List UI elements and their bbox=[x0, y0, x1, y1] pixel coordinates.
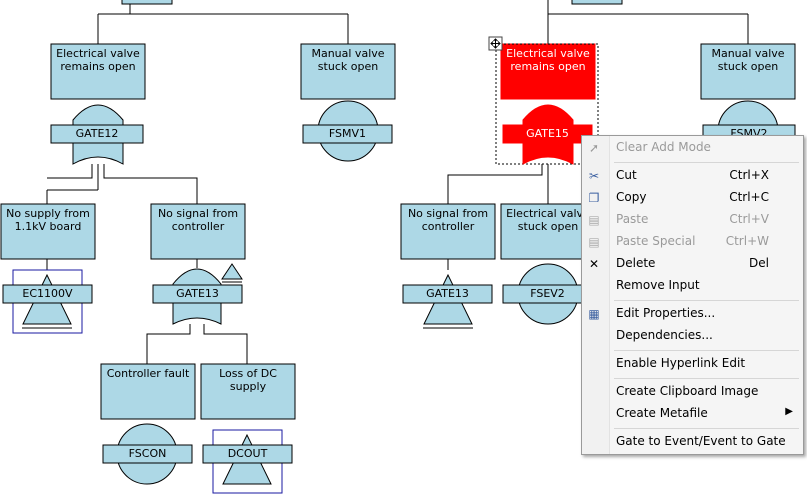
menu-item-copy[interactable]: ❐ Copy Ctrl+C bbox=[582, 187, 803, 209]
menu-item-create-clipboard-image[interactable]: Create Clipboard Image bbox=[582, 381, 803, 403]
gate-tag[interactable]: GATE12 bbox=[75, 127, 119, 140]
paste-icon: ▤ bbox=[588, 213, 600, 227]
menu-item-gate-to-event[interactable]: Gate to Event/Event to Gate bbox=[582, 431, 803, 453]
event-box[interactable] bbox=[500, 203, 596, 260]
event-box[interactable] bbox=[150, 203, 246, 260]
scissors-icon: ✂ bbox=[588, 169, 600, 183]
transfer-triangle bbox=[221, 263, 243, 280]
gate-tag-selected[interactable]: GATE15 bbox=[526, 127, 569, 140]
event-box[interactable] bbox=[0, 203, 96, 260]
menu-item-label: Edit Properties... bbox=[616, 306, 716, 320]
menu-item-label: Delete bbox=[616, 256, 656, 270]
event-box-selected[interactable] bbox=[500, 43, 596, 100]
menu-item-label: Cut bbox=[616, 168, 637, 182]
menu-item-label: Clear Add Mode bbox=[616, 140, 711, 154]
event-label: Loss of DC supply bbox=[219, 367, 277, 393]
event-label-selected: Electrical valve remains open bbox=[506, 47, 590, 73]
menu-item-label: Enable Hyperlink Edit bbox=[616, 356, 746, 370]
properties-icon: ▦ bbox=[588, 307, 600, 321]
event-tag[interactable]: FSCON bbox=[128, 447, 167, 460]
event-tag[interactable]: FSMV1 bbox=[328, 127, 367, 140]
menu-item-cut[interactable]: ✂ Cut Ctrl+X bbox=[582, 165, 803, 187]
menu-item-shortcut: Ctrl+X bbox=[729, 168, 769, 182]
gate-tag[interactable]: GATE13 bbox=[426, 287, 469, 300]
menu-item-paste[interactable]: ▤ Paste Ctrl+V bbox=[582, 209, 803, 231]
menu-item-label: Create Metafile bbox=[616, 406, 708, 420]
menu-item-shortcut: Ctrl+C bbox=[729, 190, 769, 204]
menu-separator bbox=[614, 378, 799, 379]
menu-icon-gutter bbox=[582, 136, 610, 454]
menu-item-label: Copy bbox=[616, 190, 647, 204]
event-label: No supply from 1.1kV board bbox=[6, 207, 90, 233]
menu-item-label: Remove Input bbox=[616, 278, 700, 292]
event-label: Electrical valve remains open bbox=[56, 47, 140, 73]
menu-item-label: Dependencies... bbox=[616, 328, 713, 342]
event-box[interactable] bbox=[400, 203, 496, 260]
event-label: Controller fault bbox=[106, 367, 190, 380]
copy-icon: ❐ bbox=[588, 191, 600, 205]
menu-item-paste-special[interactable]: ▤ Paste Special Ctrl+W bbox=[582, 231, 803, 253]
event-label: Manual valve stuck open bbox=[311, 47, 385, 73]
context-menu: ➚ Clear Add Mode ✂ Cut Ctrl+X ❐ Copy Ctr… bbox=[581, 135, 804, 455]
submenu-arrow-icon: ▶ bbox=[785, 406, 793, 417]
cursor-arrow-icon: ➚ bbox=[588, 141, 600, 155]
menu-item-create-metafile[interactable]: Create Metafile ▶ bbox=[582, 403, 803, 425]
move-handle-icon[interactable] bbox=[488, 36, 503, 51]
menu-item-dependencies[interactable]: Dependencies... bbox=[582, 325, 803, 347]
event-label: No signal from controller bbox=[157, 207, 239, 233]
event-label: No signal from controller bbox=[407, 207, 489, 233]
menu-item-shortcut: Ctrl+V bbox=[729, 212, 769, 226]
event-label: Manual valve stuck open bbox=[711, 47, 785, 73]
menu-separator bbox=[614, 350, 799, 351]
menu-item-shortcut: Ctrl+W bbox=[725, 234, 769, 248]
event-box[interactable] bbox=[100, 363, 196, 420]
menu-separator bbox=[614, 300, 799, 301]
event-box[interactable] bbox=[700, 43, 796, 100]
event-tag[interactable]: FSEV2 bbox=[530, 287, 565, 300]
gate-tag[interactable]: GATE13 bbox=[176, 287, 219, 300]
event-tag[interactable]: EC1100V bbox=[22, 287, 73, 300]
menu-item-label: Paste Special bbox=[616, 234, 696, 248]
delete-x-icon: ✕ bbox=[588, 257, 600, 271]
event-box[interactable] bbox=[200, 363, 296, 420]
menu-item-clear-add-mode[interactable]: ➚ Clear Add Mode bbox=[582, 137, 803, 159]
menu-item-shortcut: Del bbox=[749, 256, 769, 270]
menu-item-label: Gate to Event/Event to Gate bbox=[616, 434, 786, 448]
menu-item-label: Create Clipboard Image bbox=[616, 384, 759, 398]
menu-separator bbox=[614, 428, 799, 429]
menu-item-enable-hyperlink-edit[interactable]: Enable Hyperlink Edit bbox=[582, 353, 803, 375]
menu-item-delete[interactable]: ✕ Delete Del bbox=[582, 253, 803, 275]
menu-item-label: Paste bbox=[616, 212, 649, 226]
menu-separator bbox=[614, 162, 799, 163]
event-box[interactable] bbox=[300, 43, 396, 100]
menu-item-edit-properties[interactable]: ▦ Edit Properties... bbox=[582, 303, 803, 325]
event-tag[interactable]: DCOUT bbox=[227, 447, 268, 460]
event-box[interactable] bbox=[50, 43, 146, 100]
menu-item-remove-input[interactable]: Remove Input bbox=[582, 275, 803, 297]
paste-special-icon: ▤ bbox=[588, 235, 600, 249]
